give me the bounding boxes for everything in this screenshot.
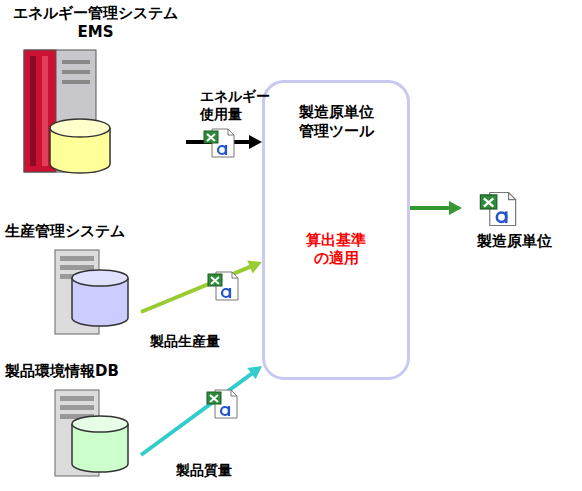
database-cylinder (50, 119, 110, 173)
system-node: 製品環境情報DB (5, 360, 141, 480)
edge-label: 製品生産量 (150, 333, 234, 351)
node-title: 製造原単位 (474, 232, 555, 251)
excel-file-icon (207, 390, 237, 418)
database-cylinder (72, 270, 128, 326)
data-flow-arrow (141, 366, 262, 455)
arrow-line (141, 266, 252, 312)
arrow-line (141, 373, 253, 455)
arrow-head (249, 135, 262, 149)
data-flow-arrow (410, 201, 462, 215)
database-cylinder (72, 416, 128, 472)
excel-file-icon (480, 193, 515, 226)
node-title: 生産管理システム (5, 222, 133, 241)
tool-box: 製造原単位管理ツール算出基準の適用 (262, 80, 410, 380)
data-flow-arrow (141, 260, 262, 312)
edge-label: 製品質量 (176, 462, 246, 480)
node-note: 算出基準の適用 (306, 231, 366, 269)
arrow-head (247, 260, 262, 273)
system-node: エネルギー管理システム EMS (5, 2, 186, 182)
system-node: 生産管理システム (5, 220, 141, 336)
edge-label: エネルギー 使用量 (200, 88, 277, 123)
excel-file-icon (208, 272, 238, 300)
node-title: 製品環境情報DB (5, 362, 133, 381)
arrow-head (449, 201, 462, 215)
output-node: 製造原単位 (462, 188, 566, 260)
arrow-head (247, 366, 262, 379)
excel-file-icon (204, 129, 234, 157)
node-title: エネルギー管理システム EMS (9, 4, 182, 42)
arrow-line (410, 206, 451, 210)
node-title: 製造原単位管理ツール (299, 103, 374, 141)
